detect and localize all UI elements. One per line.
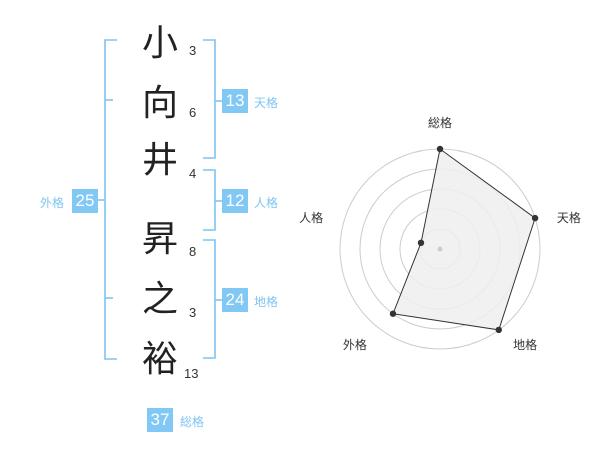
gaikaku-value: 25 xyxy=(72,189,98,213)
stroke-count-2: 6 xyxy=(189,105,197,120)
jinkaku-value: 12 xyxy=(222,189,248,213)
radar-axis-label-4: 外格 xyxy=(343,337,367,352)
radar-point-5 xyxy=(417,239,425,247)
chikaku-label: 地格 xyxy=(254,295,279,309)
name-char-3: 井 xyxy=(142,140,179,181)
stroke-count-5: 3 xyxy=(189,305,197,320)
radar-series-polygon xyxy=(392,148,536,331)
stroke-count-6: 13 xyxy=(184,366,199,381)
tenkaku-value: 13 xyxy=(222,89,248,113)
stroke-count-4: 8 xyxy=(189,244,197,259)
tenkaku-bracket xyxy=(203,39,216,159)
jinkaku-label: 人格 xyxy=(254,196,279,210)
name-char-4: 昇 xyxy=(142,219,179,260)
chikaku-value: 24 xyxy=(222,288,248,312)
stroke-count-3: 4 xyxy=(189,166,197,181)
radar-axis-label-3: 地格 xyxy=(513,337,537,352)
radar-axis-label-2: 天格 xyxy=(557,210,581,225)
stroke-count-1: 3 xyxy=(189,43,197,58)
name-char-1: 小 xyxy=(142,23,179,64)
radar-center-dot xyxy=(437,246,443,252)
tenkaku-label: 天格 xyxy=(254,96,279,110)
soukaku-value: 37 xyxy=(147,408,173,432)
chikaku-bracket xyxy=(203,239,216,359)
gaikaku-label: 外格 xyxy=(40,196,65,210)
radar-point-1 xyxy=(436,145,444,153)
radar-point-3 xyxy=(495,326,502,334)
jinkaku-bracket xyxy=(203,169,216,231)
radar-axis-label-1: 総格 xyxy=(428,115,452,130)
name-char-5: 之 xyxy=(142,279,179,320)
radar-point-4 xyxy=(389,310,397,317)
name-char-6: 裕 xyxy=(142,339,179,380)
radar-point-2 xyxy=(531,214,539,222)
name-char-2: 向 xyxy=(142,83,179,124)
soukaku-label: 総格 xyxy=(180,415,205,429)
radar-axis-label-5: 人格 xyxy=(299,210,323,225)
